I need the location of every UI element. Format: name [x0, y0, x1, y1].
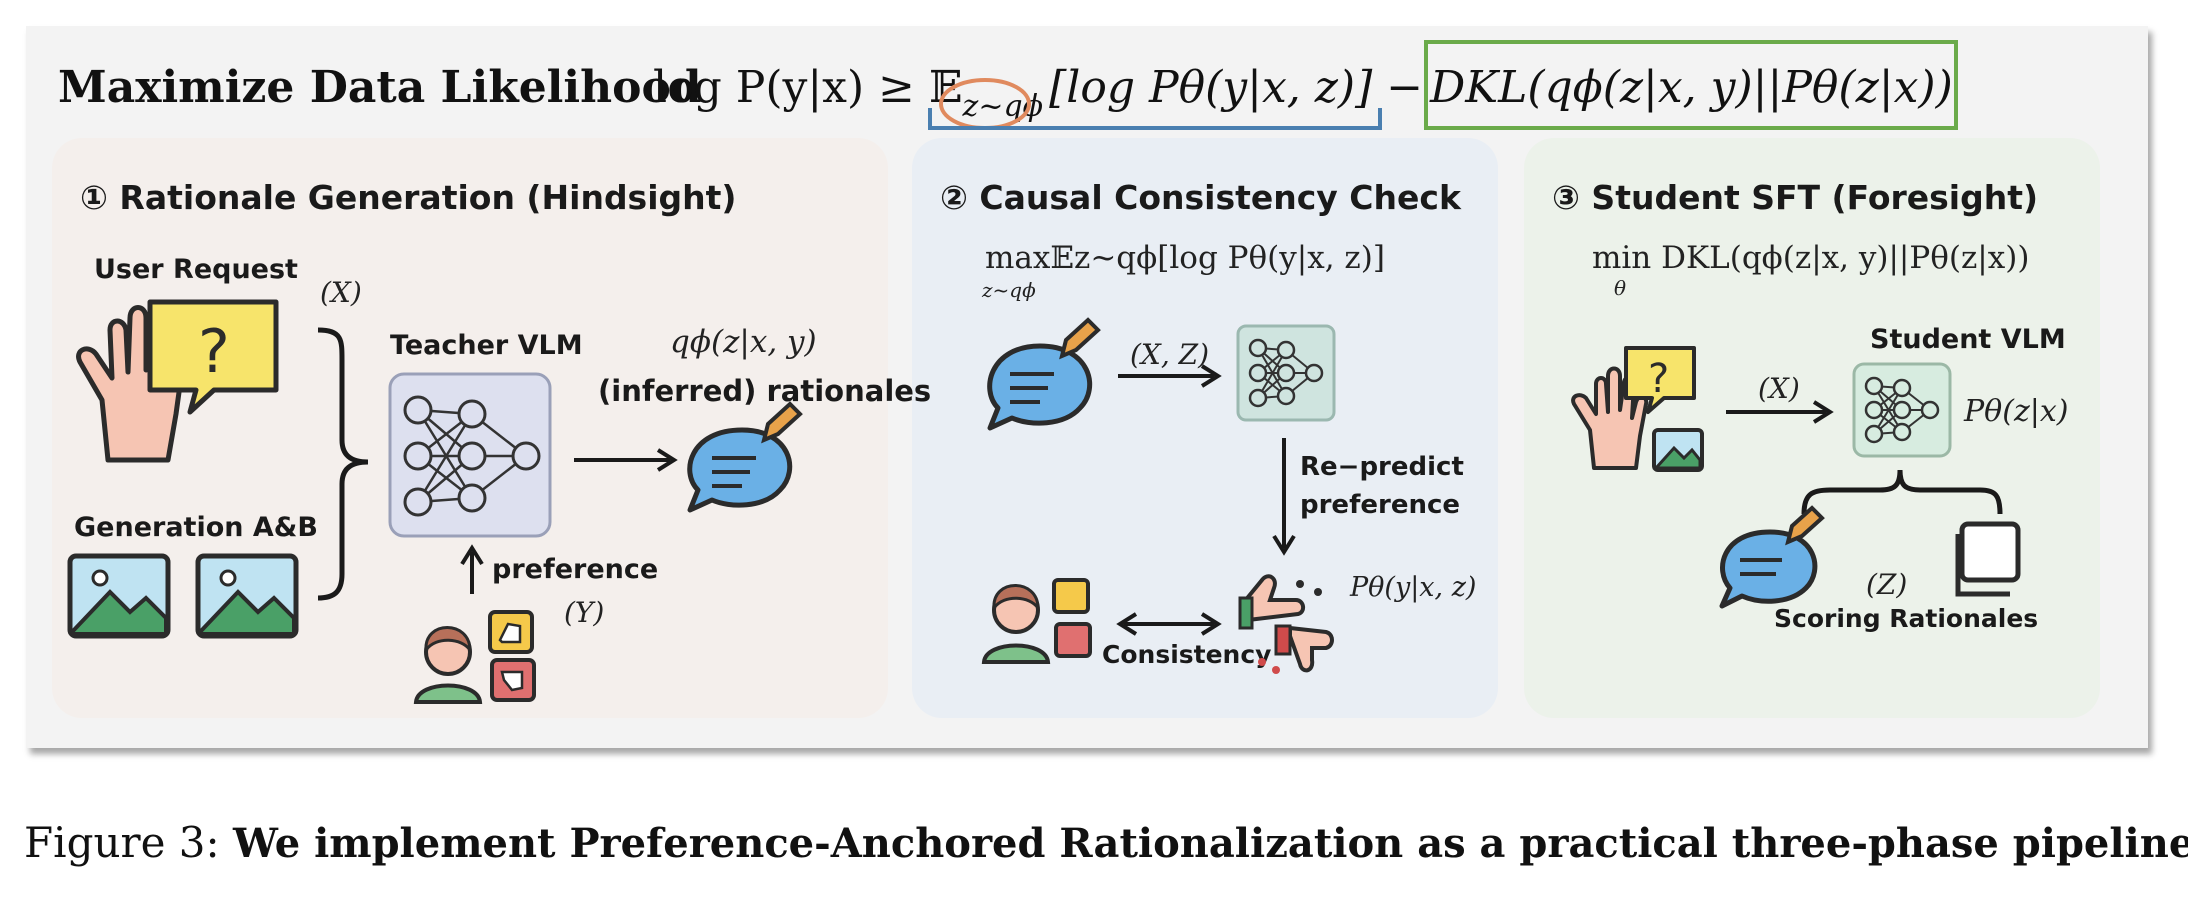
- figure-caption: Figure 3: We implement Preference-Anchor…: [24, 818, 2188, 867]
- phase2-objective-sub: z~qϕ: [982, 278, 1036, 302]
- image-a-icon: [67, 553, 171, 639]
- teacher-network-icon-2: [1236, 324, 1336, 422]
- repredict-label-2: preference: [1300, 490, 1461, 520]
- q-label: qϕ(z|x, y): [670, 324, 817, 360]
- x-label-3: (X): [1758, 372, 1800, 405]
- phase3-objective-sub: θ: [1614, 276, 1627, 300]
- caption-prefix: Figure 3:: [24, 818, 220, 867]
- horizontal-brace-icon: [1801, 469, 2003, 515]
- svg-text:?: ?: [1648, 356, 1669, 402]
- rationale-bubble-icon: [687, 401, 803, 513]
- equation-lhs: log P(y|x) ≥ 𝔼: [653, 62, 963, 113]
- phase3-objective: min DKL(qϕ(z|x, y)||Pθ(z|x)): [1592, 240, 2030, 276]
- generation-label: Generation A&B: [74, 512, 318, 543]
- green-box: [1424, 40, 1958, 130]
- image-b-icon: [195, 553, 299, 639]
- header-equation: log P(y|x) ≥ 𝔼z~qϕ[log Pθ(y|x, z)] −: [653, 62, 1424, 124]
- annotator-icon: [413, 610, 536, 704]
- scoring-label: Scoring Rationales: [1774, 604, 2039, 633]
- phase1-title: ① Rationale Generation (Hindsight): [80, 178, 737, 217]
- phase3-title: ③ Student SFT (Foresight): [1552, 178, 2039, 217]
- thumbs-icon: [1238, 574, 1334, 674]
- score-box-icon: [1955, 521, 2021, 597]
- phase2-objective: max𝔼z~qϕ[log Pθ(y|x, z)]: [985, 240, 1385, 276]
- curly-brace-icon: [317, 327, 369, 601]
- question-bubble-icon-3: ?: [1624, 346, 1696, 414]
- question-bubble-icon: ?: [147, 299, 279, 415]
- repredict-label: Re−predict: [1300, 452, 1464, 482]
- figure-title: Maximize Data Likelihood: [58, 62, 702, 113]
- consistency-label: Consistency: [1102, 640, 1272, 669]
- kl-term: DKL(qϕ(z|x, y)||Pθ(z|x)): [1430, 62, 1953, 113]
- preference-label: preference: [492, 554, 659, 585]
- svg-text:?: ?: [198, 317, 230, 387]
- p-zx-label: Pθ(z|x): [1964, 394, 2069, 429]
- z-label: (Z): [1866, 568, 1908, 601]
- rationale-bubble-icon-3: [1719, 505, 1825, 609]
- student-label: Student VLM: [1870, 324, 2066, 355]
- blue-bracket: [928, 108, 1382, 130]
- phase2-title: ② Causal Consistency Check: [940, 178, 1461, 217]
- title-bold: Maximize Data Likelihood: [58, 62, 702, 113]
- x-label-1: (X): [320, 276, 362, 309]
- rationale-bubble-icon-2: [987, 317, 1101, 431]
- annotator-icon-2: [981, 578, 1092, 664]
- user-request-label: User Request: [94, 254, 298, 285]
- teacher-label: Teacher VLM: [390, 330, 583, 361]
- y-label: (Y): [564, 596, 605, 629]
- expectation-term: [log Pθ(y|x, z)] −: [1049, 62, 1424, 113]
- image-icon-3: [1652, 428, 1704, 472]
- caption-text: We implement Preference-Anchored Rationa…: [233, 820, 2188, 867]
- p-yxz-label: Pθ(y|x, z): [1350, 572, 1477, 603]
- xz-label: (X, Z): [1130, 338, 1210, 371]
- rationales-label: (inferred) rationales: [598, 374, 932, 408]
- teacher-network-icon: [388, 372, 552, 538]
- student-network-icon: [1852, 362, 1952, 458]
